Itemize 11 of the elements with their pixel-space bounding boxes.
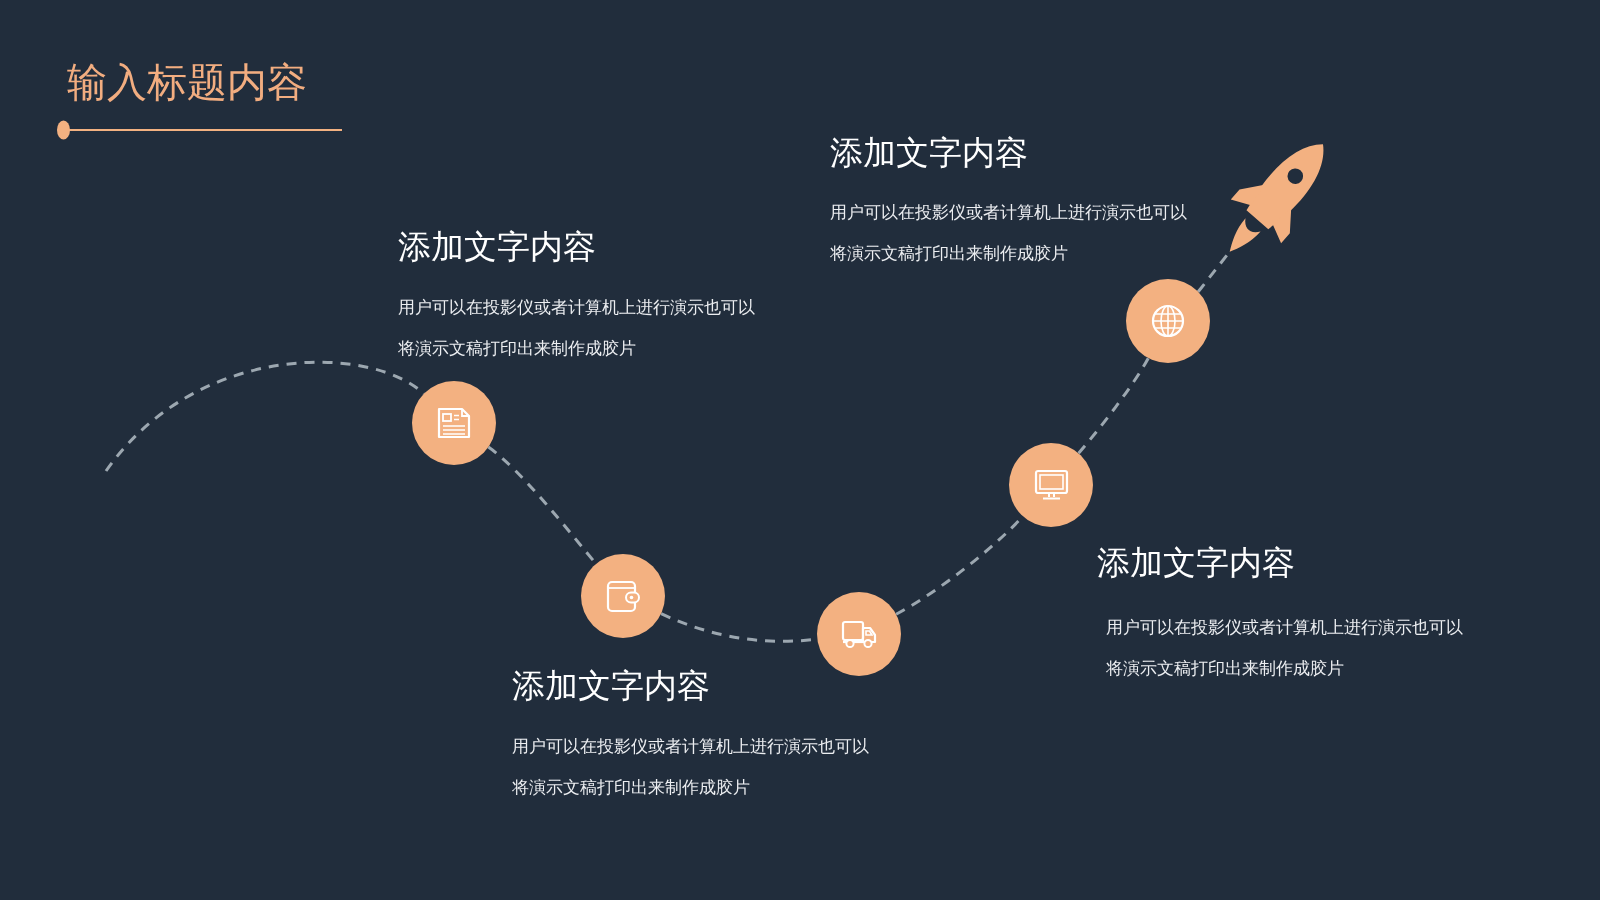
heading: 添加文字内容 bbox=[830, 133, 1028, 173]
description: 用户可以在投影仪或者计算机上进行演示也可以将演示文稿打印出来制作成胶片 bbox=[830, 200, 1188, 265]
description: 用户可以在投影仪或者计算机上进行演示也可以将演示文稿打印出来制作成胶片 bbox=[398, 295, 756, 360]
description: 用户可以在投影仪或者计算机上进行演示也可以将演示文稿打印出来制作成胶片 bbox=[1106, 615, 1464, 680]
heading: 添加文字内容 bbox=[512, 666, 710, 706]
dashed-connector bbox=[1077, 357, 1150, 455]
title: 输入标题内容 bbox=[67, 58, 307, 106]
heading: 添加文字内容 bbox=[1097, 543, 1295, 583]
heading: 添加文字内容 bbox=[398, 227, 596, 267]
rocket-icon bbox=[1228, 143, 1324, 253]
description: 用户可以在投影仪或者计算机上进行演示也可以将演示文稿打印出来制作成胶片 bbox=[512, 734, 870, 799]
